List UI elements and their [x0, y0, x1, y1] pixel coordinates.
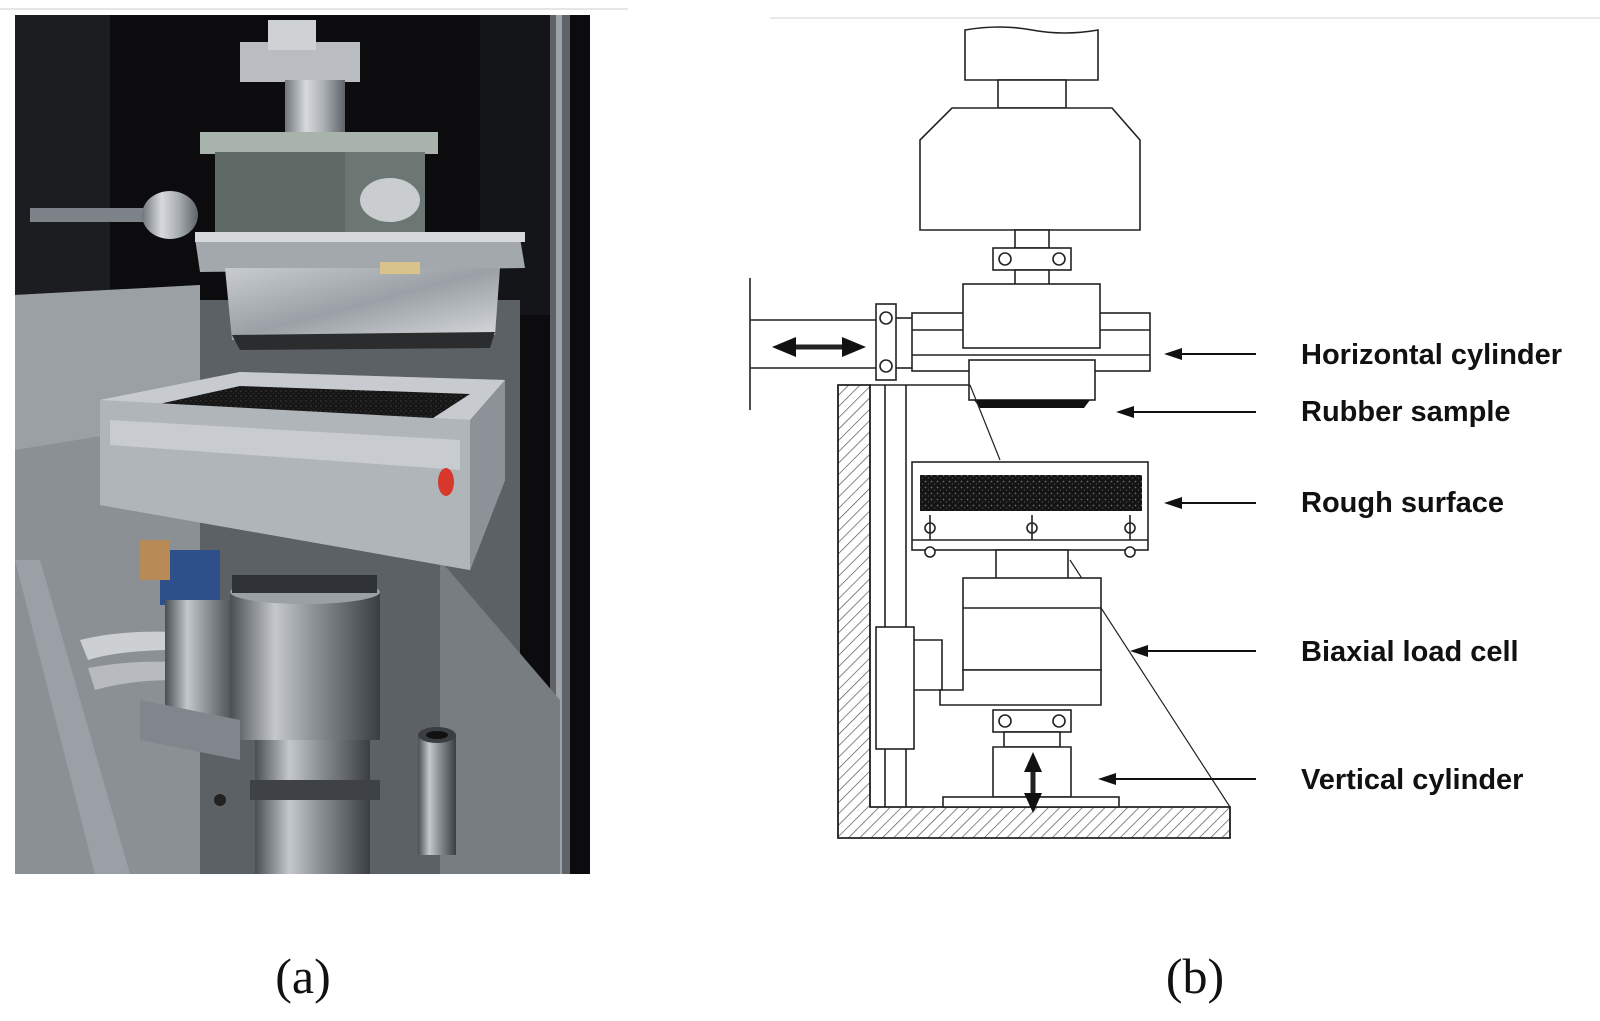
vertical-motion-arrow	[1024, 752, 1042, 813]
panel-b-diagram	[749, 26, 1231, 839]
label-vertical-cylinder: Vertical cylinder	[1301, 764, 1523, 796]
guide-block	[875, 303, 897, 381]
label-horizontal-cylinder: Horizontal cylinder	[1301, 339, 1562, 371]
panel-a-photo	[15, 15, 590, 874]
horizontal-cylinder-block	[962, 283, 1101, 349]
top-actuator	[964, 26, 1099, 81]
rubber-sample-holder	[968, 359, 1096, 401]
biaxial-load-cell	[962, 577, 1102, 671]
rubber-sample	[974, 400, 1090, 408]
label-rubber-sample: Rubber sample	[1301, 396, 1511, 428]
horizontal-motion-arrow	[772, 337, 866, 357]
label-biaxial-load-cell: Biaxial load cell	[1301, 636, 1519, 668]
caption-a: (a)	[275, 948, 331, 1004]
upper-housing	[919, 107, 1141, 231]
label-arrows	[1098, 348, 1256, 785]
label-rough-surface: Rough surface	[1301, 487, 1504, 519]
caption-b: (b)	[1166, 948, 1224, 1004]
side-bracket	[875, 626, 915, 750]
rough-surface	[920, 475, 1142, 511]
